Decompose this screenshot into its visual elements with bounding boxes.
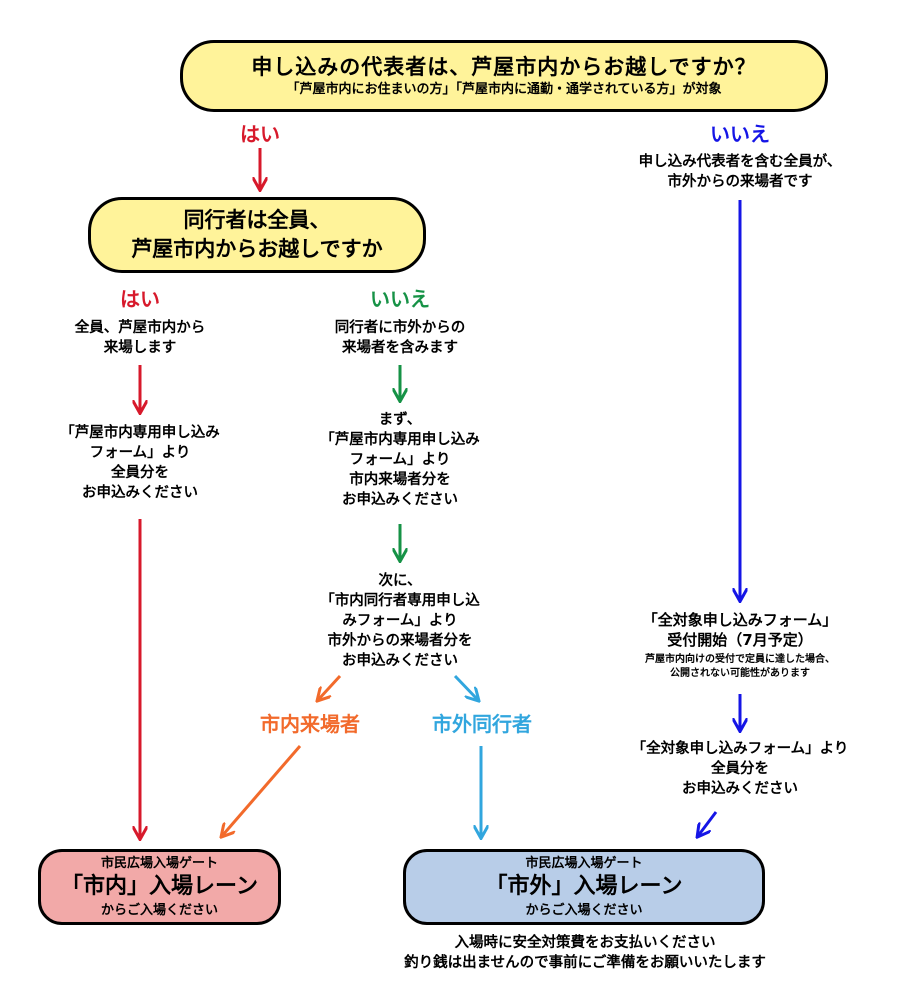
gate-inside-lane-box: 市民広場入場ゲート 「市内」入場レーン からご入場ください <box>38 849 281 925</box>
no1-description: 申し込み代表者を含む全員が、 市外からの来場者です <box>638 154 842 190</box>
payment-notice: 入場時に安全対策費をお支払いください 釣り銭は出ませんので事前にご準備をお願いい… <box>404 935 766 971</box>
branch-inside-visitors: 市内来場者 <box>260 712 360 736</box>
gate-outside-lane-box: 市民広場入場ゲート 「市外」入場レーン からご入場ください <box>403 849 765 925</box>
no2-description: 同行者に市外からの 来場者を含みます <box>334 320 466 356</box>
arrow-step2-to-outside-branch <box>453 674 478 700</box>
question-representative-box: 申し込みの代表者は、芦屋市内からお越しですか？ 「芦屋市内にお住まいの方」「芦屋… <box>180 40 828 112</box>
question-companions-line1: 同行者は全員、 <box>183 208 331 232</box>
yes2-description: 全員、芦屋市内から 来場します <box>74 320 206 356</box>
question-companions-line2: 芦屋市内からお越しですか <box>131 237 383 261</box>
answer-no-label-1: いいえ <box>710 122 770 146</box>
answer-yes-label-2: はい <box>120 287 160 311</box>
gate-inside-main: 「市内」入場レーン <box>61 874 258 899</box>
no1-step1-note: 芦屋市内向けの受付で定員に達した場合、 公開されない可能性があります <box>645 654 835 679</box>
question-companions-box: 同行者は全員、 芦屋市内からお越しですか <box>88 197 426 273</box>
arrow-step2-to-inside-branch <box>318 674 342 700</box>
no2-step2-form: 次に、 「市内同行者専用申し込 みフォーム」より 市外からの来場者分を お申込み… <box>320 573 480 669</box>
branch-outside-companions: 市外同行者 <box>432 712 532 736</box>
arrow-inside-branch-to-gate <box>222 745 302 836</box>
arrow-no1-step2-to-gate-outside <box>698 811 718 836</box>
question-representative-subtitle: 「芦屋市内にお住まいの方」「芦屋市内に通勤・通学されている方」が対象 <box>286 81 722 97</box>
answer-no-label-2: いいえ <box>370 287 430 311</box>
gate-outside-bottom: からご入場ください <box>525 903 643 918</box>
answer-yes-label-1: はい <box>240 122 280 146</box>
no1-step2-form: 「全対象申し込みフォーム」より 全員分を お申込みください <box>631 741 849 797</box>
question-representative-title: 申し込みの代表者は、芦屋市内からお越しですか？ <box>251 54 757 79</box>
no2-step1-form: まず、 「芦屋市内専用申し込み フォーム」より 市内来場者分を お申込みください <box>320 412 480 508</box>
gate-inside-top: 市民広場入場ゲート <box>100 856 218 871</box>
gate-outside-top: 市民広場入場ゲート <box>525 856 643 871</box>
yes2-step-form: 「芦屋市内専用申し込み フォーム」より 全員分を お申込みください <box>60 425 220 501</box>
no1-step1-form-open: 「全対象申し込みフォーム」 受付開始（7月予定） <box>642 611 838 649</box>
gate-inside-bottom: からご入場ください <box>100 903 218 918</box>
gate-outside-main: 「市外」入場レーン <box>485 874 683 899</box>
